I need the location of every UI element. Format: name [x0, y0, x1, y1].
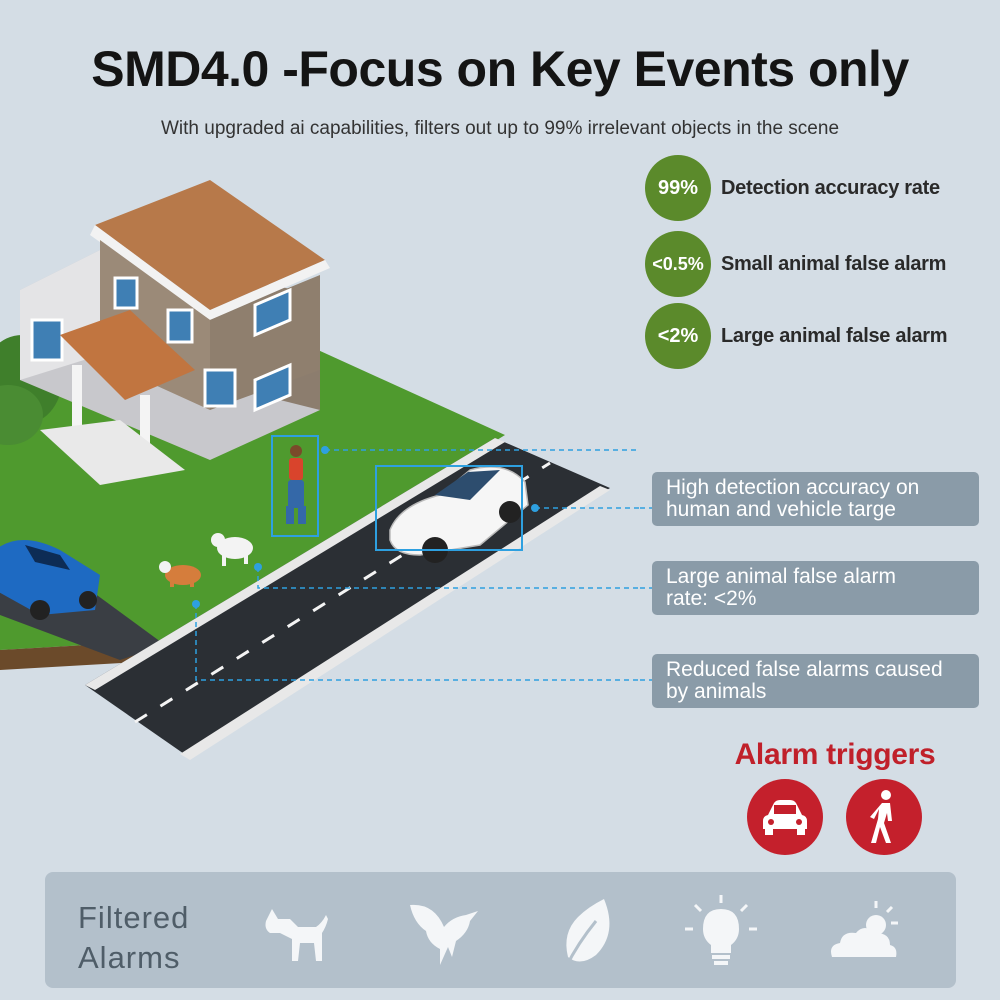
- page-title: SMD4.0 -Focus on Key Events only: [91, 41, 909, 97]
- filtered-label-line: Filtered: [78, 900, 190, 935]
- callout-human-vehicle: High detection accuracy on human and veh…: [652, 472, 979, 526]
- stat-badge: <2%: [645, 303, 711, 369]
- stat-label: Small animal false alarm: [721, 252, 947, 275]
- car-detection-box: [375, 465, 523, 551]
- callout-line: High detection accuracy on: [666, 476, 920, 499]
- stat-badge: <0.5%: [645, 231, 711, 297]
- callout-line: by animals: [666, 680, 767, 703]
- car-icon: [747, 779, 823, 855]
- page-subtitle: With upgraded ai capabilities, filters o…: [160, 118, 840, 139]
- person-detection-box: [271, 435, 319, 537]
- cloud-sun-icon: [831, 901, 898, 957]
- leaf-icon: [564, 899, 610, 968]
- porch-steps: [40, 420, 185, 485]
- stat-detection-accuracy: 99% Detection accuracy rate: [645, 154, 990, 222]
- callout-line: Reduced false alarms caused: [666, 658, 943, 681]
- pedestrian-icon: [846, 779, 922, 855]
- stat-label: Large animal false alarm: [721, 324, 948, 347]
- stat-large-animal: <2% Large animal false alarm: [645, 302, 990, 370]
- stat-badge: 99%: [645, 155, 711, 221]
- light-bulb-icon: [685, 895, 757, 965]
- house-scene-illustration: [0, 180, 640, 760]
- callout-large-animal: Large animal false alarm rate: <2%: [652, 561, 979, 615]
- filtered-alarms-label: Filtered Alarms: [78, 898, 189, 978]
- dog-brown: [159, 561, 201, 587]
- connector-lines: [640, 507, 652, 681]
- stat-label: Detection accuracy rate: [721, 176, 940, 199]
- alarm-triggers-title: Alarm triggers: [734, 738, 936, 771]
- dog-icon: [265, 909, 328, 961]
- dog-white: [211, 533, 253, 566]
- roof: [95, 180, 325, 310]
- stat-small-animal: <0.5% Small animal false alarm: [645, 230, 990, 298]
- parked-car: [0, 540, 100, 620]
- bird-icon: [410, 904, 478, 965]
- callout-line: Large animal false alarm: [666, 565, 896, 588]
- moving-car: [389, 466, 529, 563]
- person: [286, 445, 306, 524]
- filtered-alarms-panel: [45, 872, 956, 988]
- filtered-label-line: Alarms: [78, 940, 181, 975]
- callout-line: human and vehicle targe: [666, 498, 896, 521]
- callout-reduced-false-alarms: Reduced false alarms caused by animals: [652, 654, 979, 708]
- callout-line: rate: <2%: [666, 587, 757, 610]
